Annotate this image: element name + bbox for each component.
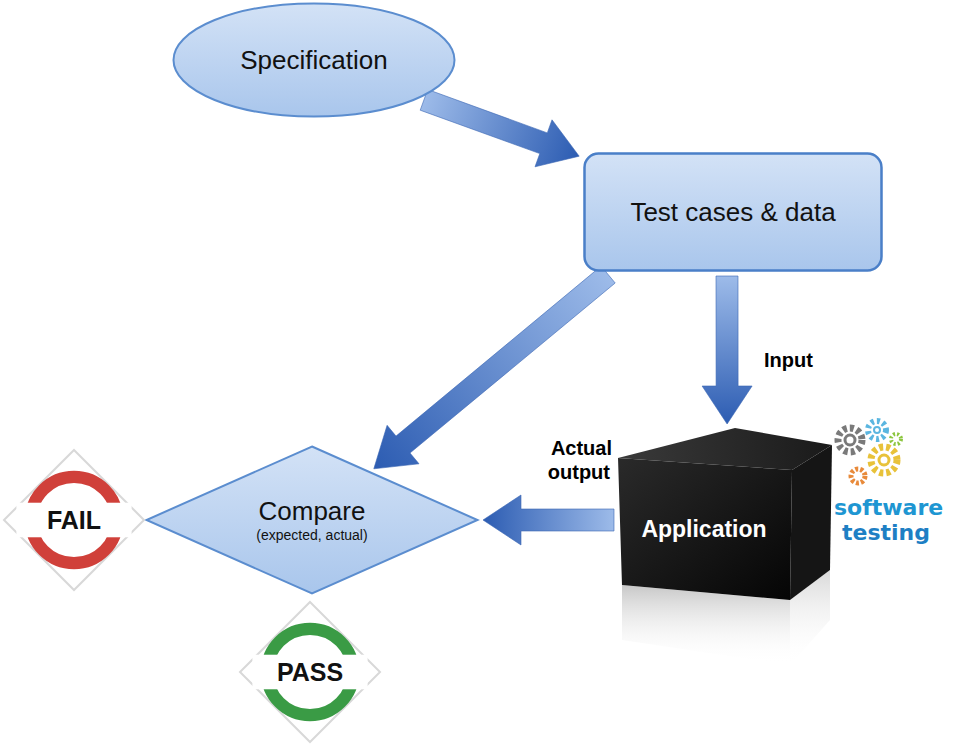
logo-text: software bbox=[834, 496, 943, 520]
pass-sign: PASS bbox=[238, 600, 382, 744]
node-title: Compare bbox=[259, 496, 366, 526]
node-content: PASS bbox=[277, 658, 343, 687]
edge-label: Input bbox=[762, 349, 815, 371]
block-arrow bbox=[702, 276, 752, 424]
sign-plate bbox=[4, 450, 144, 590]
fail-sign: FAIL bbox=[2, 448, 146, 592]
cube-side bbox=[790, 445, 832, 600]
decision-diamond: Compare(expected, actual) bbox=[145, 445, 479, 595]
application-cube: Application bbox=[618, 428, 832, 600]
node-content: FAIL bbox=[47, 506, 101, 535]
node-content: Application bbox=[641, 516, 766, 543]
node-content: Specification bbox=[240, 45, 387, 76]
edge-label-box: Actual output bbox=[500, 436, 612, 484]
edge-label-box: Input bbox=[762, 348, 815, 372]
sign-band bbox=[16, 503, 131, 538]
node-title: PASS bbox=[277, 658, 343, 687]
start-ellipse: Specification bbox=[172, 2, 456, 118]
process-box: Test cases & data bbox=[583, 152, 883, 272]
node-title: Test cases & data bbox=[630, 197, 835, 228]
node-subtitle: (expected, actual) bbox=[256, 526, 367, 544]
block-arrow bbox=[420, 90, 579, 167]
node-title: FAIL bbox=[47, 506, 101, 535]
node-content: Compare(expected, actual) bbox=[256, 496, 367, 544]
diamond-outline bbox=[147, 447, 478, 594]
edge-label: Actual output bbox=[548, 437, 612, 483]
ellipse-outline bbox=[174, 4, 455, 117]
cube-front bbox=[618, 458, 792, 600]
gears-icon bbox=[838, 421, 901, 483]
sign-plate bbox=[240, 602, 380, 742]
block-arrow bbox=[483, 495, 614, 545]
node-title: Application bbox=[641, 516, 766, 543]
sign-ring bbox=[267, 629, 353, 715]
rect-outline bbox=[585, 154, 882, 271]
node-title: Specification bbox=[240, 45, 387, 76]
sign-band bbox=[252, 655, 367, 690]
logo-text: testing bbox=[842, 521, 930, 545]
node-content: Test cases & data bbox=[630, 197, 835, 228]
